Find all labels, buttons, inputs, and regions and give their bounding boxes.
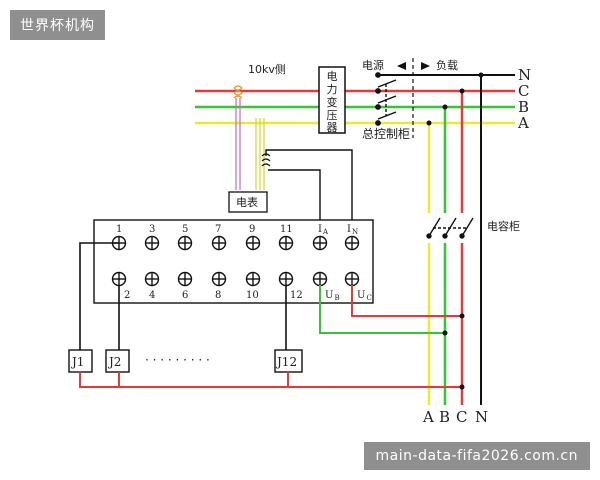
terminal-label-1: 1	[116, 224, 122, 235]
terminal-screw-11	[278, 235, 294, 251]
meter-label: 电表	[236, 195, 258, 209]
terminal-label-11: 11	[280, 224, 293, 235]
direction-arrows	[397, 58, 430, 138]
phase-label-a-bottom: A	[422, 408, 434, 426]
capacitor-switch	[423, 213, 474, 243]
terminal-screw-4	[144, 271, 160, 287]
svg-text:器: 器	[327, 121, 338, 134]
terminal-label-uc: UC	[357, 290, 372, 302]
main-switch	[375, 72, 397, 126]
relay-label-j2: J2	[107, 355, 121, 369]
terminal-screw-ub	[312, 271, 328, 287]
transformer-box	[318, 66, 346, 134]
terminal-screw-10	[245, 271, 261, 287]
phase-label-n-right: N	[518, 66, 531, 84]
terminal-label-12: 12	[290, 290, 303, 301]
terminal-screw-9	[245, 235, 261, 251]
terminal-label-5: 5	[182, 224, 188, 235]
terminal-label-6: 6	[182, 290, 188, 301]
terminal-block	[93, 219, 374, 304]
terminal-screw-in	[344, 235, 360, 251]
ct-coil-hv-icon	[233, 85, 243, 99]
phase-label-b-bottom: B	[439, 408, 450, 426]
phase-label-n-bottom: N	[475, 408, 488, 426]
svg-text:力: 力	[327, 83, 338, 96]
ct-wire-ia	[265, 149, 353, 240]
svg-text:变: 变	[327, 95, 338, 109]
terminal-label-in: IN	[347, 224, 358, 236]
svg-text:电: 电	[327, 70, 338, 83]
svg-text:压: 压	[327, 109, 338, 122]
watermark-url: main-data-fifa2026.com.cn	[363, 442, 590, 470]
phase-label-c-right: C	[518, 82, 529, 100]
ct-wire-in	[268, 169, 321, 240]
junction-ub	[442, 330, 448, 336]
relay-return-wire	[79, 372, 462, 388]
terminal-label-ub: UB	[325, 290, 340, 302]
transformer-label: 电 力 变 压 器	[327, 70, 338, 134]
terminal-label-10: 10	[246, 290, 259, 301]
relay-label-j1: J1	[70, 355, 84, 369]
main-cabinet-label: 总控制柜	[362, 127, 410, 141]
relay-ellipsis: · · · · · · · · ·	[145, 353, 210, 367]
relay-box-j2	[105, 349, 130, 373]
terminal-label-2: 2	[124, 290, 130, 301]
terminal-row-bottom	[111, 271, 360, 287]
sense-wire-ub	[319, 285, 445, 334]
terminal-label-9: 9	[249, 224, 255, 235]
relay-label-j12: J12	[275, 355, 297, 369]
junction-dots	[426, 72, 484, 126]
phase-label-c-bottom: C	[456, 408, 467, 426]
sense-wire-uc	[351, 285, 462, 317]
capacitor-cabinet-label: 电容柜	[487, 219, 520, 233]
terminal-label-ia: IA	[318, 224, 329, 236]
meter-box	[228, 191, 268, 213]
source-label: 电源	[362, 58, 384, 72]
phase-label-b-right: B	[518, 98, 529, 116]
terminal-label-3: 3	[149, 224, 155, 235]
junction-uc	[459, 313, 465, 319]
terminal-screw-uc	[344, 271, 360, 287]
terminal-label-4: 4	[149, 290, 155, 301]
load-label: 负载	[436, 58, 458, 72]
terminal-label-7: 7	[215, 224, 221, 235]
junction-return	[459, 384, 465, 390]
terminal-row-top	[111, 235, 360, 251]
brand-badge: 世界杯机构	[10, 10, 105, 40]
terminal-screw-8	[211, 271, 227, 287]
terminal-label-8: 8	[215, 290, 221, 301]
terminal-screw-5	[177, 235, 193, 251]
phase-label-a-right: A	[517, 114, 529, 132]
terminal-screw-ia	[312, 235, 328, 251]
terminal-screw-6	[177, 271, 193, 287]
terminal-screw-2	[111, 271, 127, 287]
terminal-screw-7	[211, 235, 227, 251]
relay-wire-j1	[79, 242, 119, 350]
hv-side-label: 10kv侧	[248, 63, 286, 76]
terminal-screw-12	[278, 271, 294, 287]
terminal-screw-3	[144, 235, 160, 251]
